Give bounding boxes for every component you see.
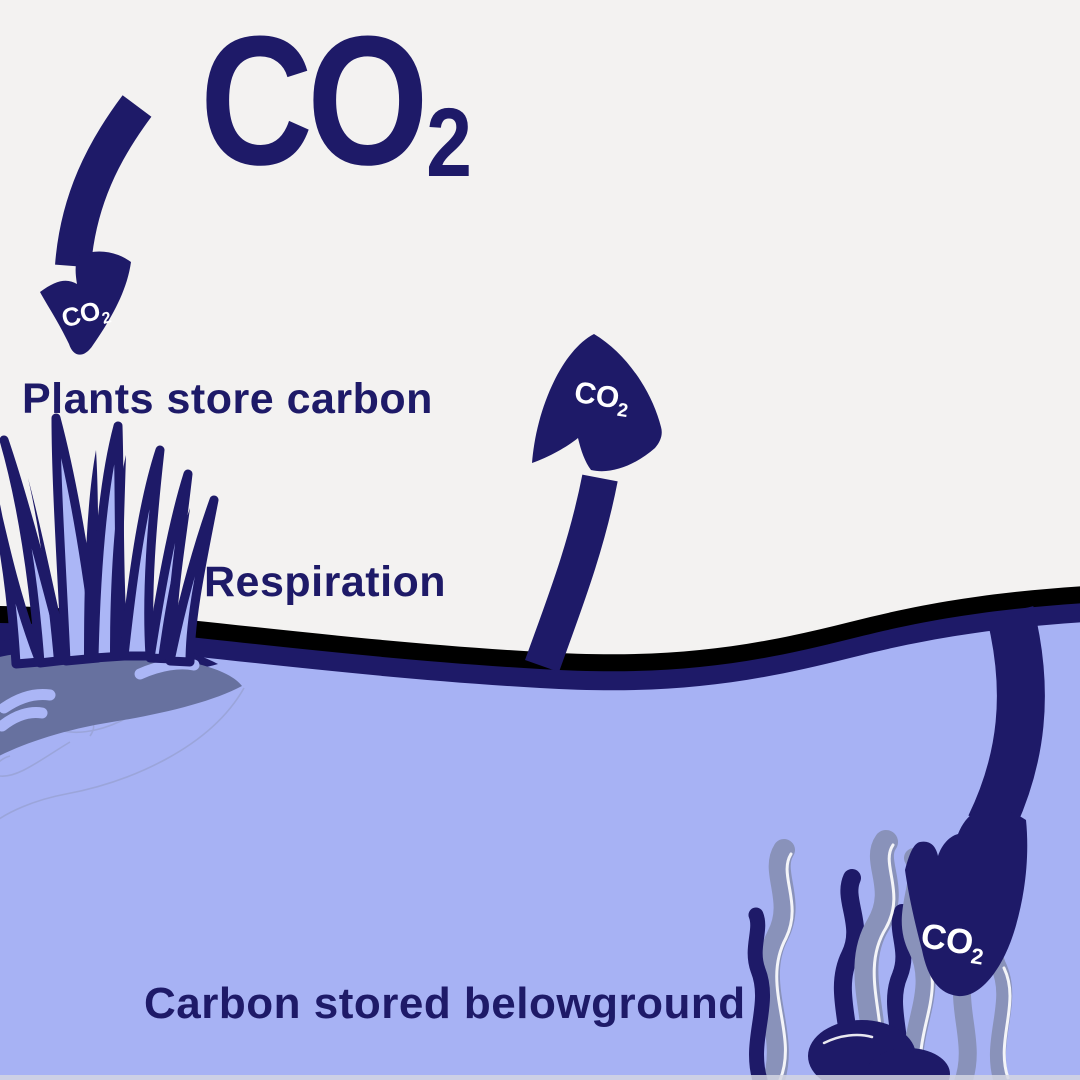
co2-subscript: 2 <box>616 400 630 422</box>
co2-title-text: CO <box>200 0 429 203</box>
sediment-outline-curve <box>0 687 245 820</box>
bottom-edge-strip <box>0 1075 1080 1080</box>
carbon-stored-belowground-label: Carbon stored belowground <box>144 979 746 1028</box>
water-body <box>0 622 1080 1080</box>
co2-absorption-arrow: CO2 <box>40 95 152 355</box>
grass-blade-dark <box>158 508 190 660</box>
co2-text: CO <box>918 916 976 963</box>
sediment-highlight <box>0 707 48 732</box>
arrow-head <box>532 334 662 472</box>
grass-blade-dark <box>110 455 130 657</box>
grass-blade <box>0 504 45 669</box>
arrow-co2-label: CO2 <box>571 376 632 422</box>
waterline <box>0 586 1080 1080</box>
co2-title-subscript: 2 <box>426 88 472 197</box>
co2-subscript: 2 <box>100 309 113 328</box>
plants-store-carbon-label: Plants store carbon <box>22 375 433 423</box>
arrow-co2-label: CO2 <box>917 916 988 970</box>
arrow-head <box>40 251 131 355</box>
seaweed-holdfast-highlight <box>822 1033 874 1045</box>
co2-subscript: 2 <box>969 943 985 970</box>
seaweed-highlight <box>1002 966 1012 1080</box>
arrow-shaft <box>55 95 152 268</box>
arrow-shaft <box>968 606 1045 837</box>
sediment-blob <box>0 650 242 756</box>
grass-blade <box>165 495 219 667</box>
co2-text: CO <box>572 376 622 416</box>
respiration-label: Respiration <box>204 558 447 606</box>
sediment-highlight <box>0 689 56 714</box>
sediment-outline-curl <box>0 741 71 777</box>
seaweed-holdfast <box>866 1048 950 1080</box>
seaweed-strand <box>757 839 796 1080</box>
grass-illustration <box>0 413 219 669</box>
carbon-storage-arrow: CO2 <box>905 606 1045 997</box>
seaweed-highlight <box>775 852 794 1080</box>
respiration-arrow: CO2 <box>525 334 662 673</box>
grass-blade <box>119 445 165 661</box>
co2-title: CO 2 <box>200 8 472 192</box>
arrow-head <box>905 809 1028 997</box>
seaweed-strand-dark <box>747 907 771 1080</box>
arrow-shaft <box>525 474 618 673</box>
